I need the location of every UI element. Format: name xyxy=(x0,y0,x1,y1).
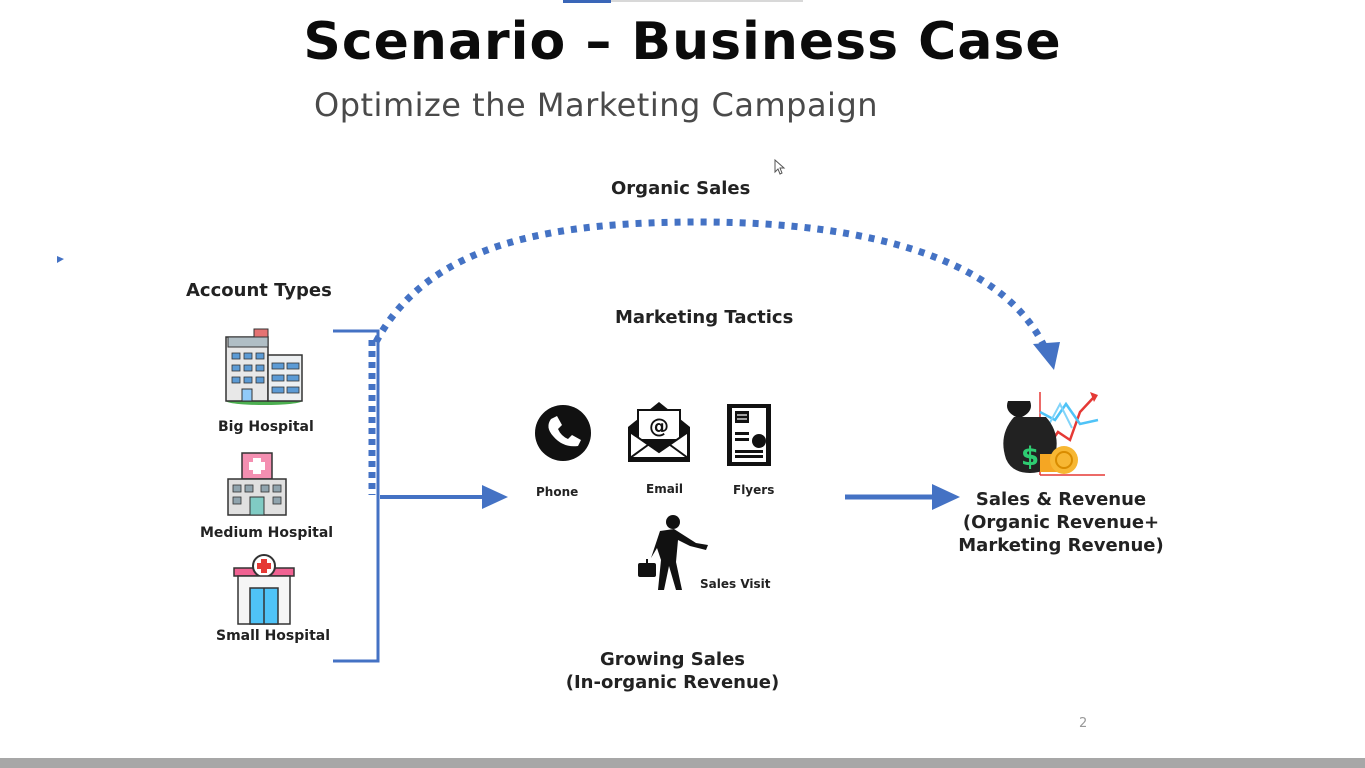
bottom-scrollbar-track[interactable] xyxy=(0,758,1365,768)
slide-subtitle: Optimize the Marketing Campaign xyxy=(314,86,879,124)
hospital-large-icon xyxy=(225,328,303,405)
left-marker-icon xyxy=(57,256,64,263)
phone-icon xyxy=(535,405,591,461)
tactic-email-label: Email xyxy=(646,482,684,496)
svg-text:@: @ xyxy=(649,414,669,438)
top-progress-accent xyxy=(563,0,611,3)
organic-sales-arc xyxy=(372,218,1052,357)
tactic-phone-label: Phone xyxy=(536,485,579,499)
revenue-outcome-line2: (Organic Revenue+ xyxy=(962,512,1160,533)
svg-text:$: $ xyxy=(1021,442,1039,472)
slide-title: Scenario – Business Case xyxy=(303,12,1062,72)
revenue-outcome-line3: Marketing Revenue) xyxy=(958,535,1164,556)
cursor-icon xyxy=(774,158,786,175)
tactic-sales-visit-label: Sales Visit xyxy=(700,577,771,591)
flyer-icon xyxy=(727,404,771,466)
hospital-medium-icon xyxy=(227,452,287,516)
organic-arrow-head xyxy=(1033,342,1060,370)
arrow-to-revenue xyxy=(845,484,960,510)
growing-sales-label: Growing Sales (In-organic Revenue) xyxy=(560,648,785,694)
email-icon: @ xyxy=(628,402,690,462)
account-type-small: Small Hospital xyxy=(216,628,331,644)
hospital-small-icon xyxy=(233,554,295,625)
growing-sales-line1: Growing Sales xyxy=(600,649,745,670)
account-types-heading: Account Types xyxy=(186,280,332,301)
account-type-big: Big Hospital xyxy=(218,419,314,435)
revenue-outcome-line1: Sales & Revenue xyxy=(975,489,1147,510)
growing-sales-line2: (In-organic Revenue) xyxy=(565,672,780,693)
marketing-tactics-heading: Marketing Tactics xyxy=(615,307,794,328)
organic-sales-label: Organic Sales xyxy=(611,178,751,199)
account-type-medium: Medium Hospital xyxy=(200,525,334,541)
tactic-flyers-label: Flyers xyxy=(733,483,775,497)
arrow-to-tactics xyxy=(380,485,508,509)
top-progress-track xyxy=(611,0,803,2)
revenue-growth-icon: $ xyxy=(1003,392,1105,476)
account-bracket xyxy=(333,329,380,663)
sales-visit-icon xyxy=(638,515,708,590)
page-number: 2 xyxy=(1079,716,1088,731)
revenue-outcome-label: Sales & Revenue (Organic Revenue+ Market… xyxy=(950,488,1172,557)
